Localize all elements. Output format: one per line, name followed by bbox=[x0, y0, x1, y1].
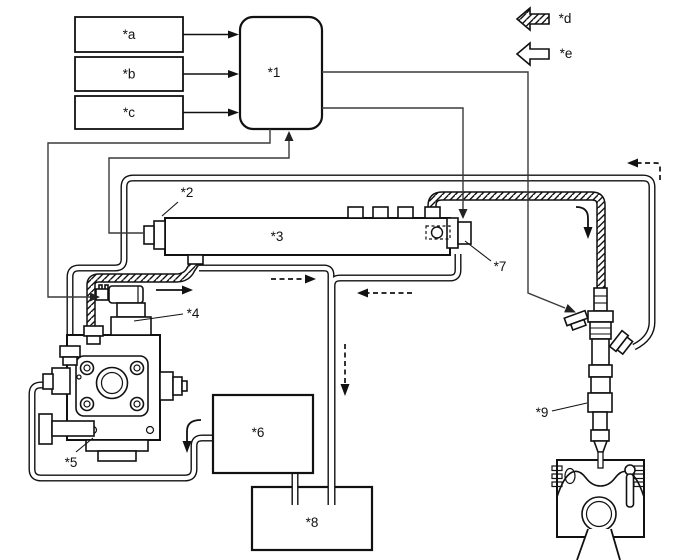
suction-control-valve bbox=[95, 284, 152, 336]
sensor-input-boxes: *a *b *c bbox=[74, 16, 239, 130]
injector-return-fitting bbox=[608, 329, 634, 356]
callout-9-label: *9 bbox=[536, 405, 549, 420]
ecm-wires bbox=[47, 71, 576, 313]
injector-nozzle bbox=[592, 440, 609, 453]
callout-labels: *2 *4 *5 *7 *9 bbox=[65, 185, 588, 470]
fuel-tank-box bbox=[250, 485, 374, 552]
injector-tip bbox=[597, 451, 604, 469]
callout-8-label: *8 bbox=[306, 515, 319, 530]
callout-b-label: *b bbox=[123, 67, 136, 82]
pipes-inner bbox=[29, 175, 655, 508]
callout-5-label: *5 bbox=[65, 455, 78, 470]
injector-inlet-fitting bbox=[593, 287, 608, 312]
flow-arrow-supply-right bbox=[156, 285, 193, 295]
connecting-rod bbox=[576, 528, 621, 560]
fuel-pressure-sensor bbox=[143, 220, 166, 250]
callout-c-label: *c bbox=[123, 105, 135, 120]
flow-arrow-filter-to-pump bbox=[182, 419, 202, 453]
callout-d-label: *d bbox=[559, 11, 572, 26]
callout-6-label: *6 bbox=[252, 425, 265, 440]
input-box-c bbox=[74, 95, 184, 130]
pump-return-inlet-fitting bbox=[59, 345, 81, 366]
pump-bolts bbox=[79, 360, 145, 412]
wire-ecm-to-injector bbox=[322, 71, 566, 309]
high-pressure-pipes bbox=[86, 191, 606, 347]
wire-pressure-sensor-to-ecm bbox=[108, 141, 290, 234]
callout-3-label: *3 bbox=[271, 229, 284, 244]
rail-return-pipe-right bbox=[328, 254, 462, 505]
injector bbox=[563, 287, 634, 453]
pump-overflow-fitting bbox=[38, 413, 95, 445]
legend-high-pressure-arrow: *d bbox=[515, 6, 572, 32]
flow-arrow-into-injector bbox=[575, 206, 593, 239]
callout-a-label: *a bbox=[123, 27, 136, 42]
return-pipe-top-loop bbox=[66, 174, 656, 352]
fuel-filter-box: *6 bbox=[211, 393, 315, 475]
supply-pump bbox=[38, 284, 188, 462]
rail-top-ports bbox=[347, 206, 441, 219]
rail-inlet-port bbox=[187, 254, 204, 265]
callout-1-label: *1 bbox=[268, 65, 281, 80]
piston-crown bbox=[556, 470, 645, 498]
callout-e-label: *e bbox=[560, 46, 573, 61]
pump-shaft bbox=[159, 371, 188, 401]
pump-outlet-fitting bbox=[83, 325, 104, 345]
input-arrows bbox=[183, 30, 239, 117]
wire-ecm-to-scv bbox=[47, 129, 271, 298]
input-box-b bbox=[74, 56, 184, 92]
input-box-a bbox=[74, 16, 184, 53]
pump-left-fittings bbox=[42, 367, 71, 395]
ecm-box: *1 bbox=[238, 15, 324, 131]
common-rail: *3 bbox=[143, 206, 472, 265]
callout-2-label: *2 bbox=[181, 185, 194, 200]
return-arrow-down-to-tank bbox=[340, 344, 350, 396]
piston-cylinder bbox=[551, 451, 645, 560]
callout-7-label: *7 bbox=[494, 259, 507, 274]
flow-arrows bbox=[156, 158, 661, 453]
return-arrow-top-right bbox=[627, 158, 661, 180]
pump-mount-flange bbox=[85, 425, 155, 462]
return-arrow-left bbox=[357, 288, 412, 298]
wire-ecm-to-discharge-valve bbox=[322, 107, 464, 209]
pressure-discharge-valve bbox=[425, 217, 472, 249]
injector-connector bbox=[563, 309, 589, 331]
return-arrow-right bbox=[271, 274, 316, 284]
legend-low-pressure-arrow: *e bbox=[515, 41, 573, 67]
callout-4-label: *4 bbox=[187, 306, 200, 321]
